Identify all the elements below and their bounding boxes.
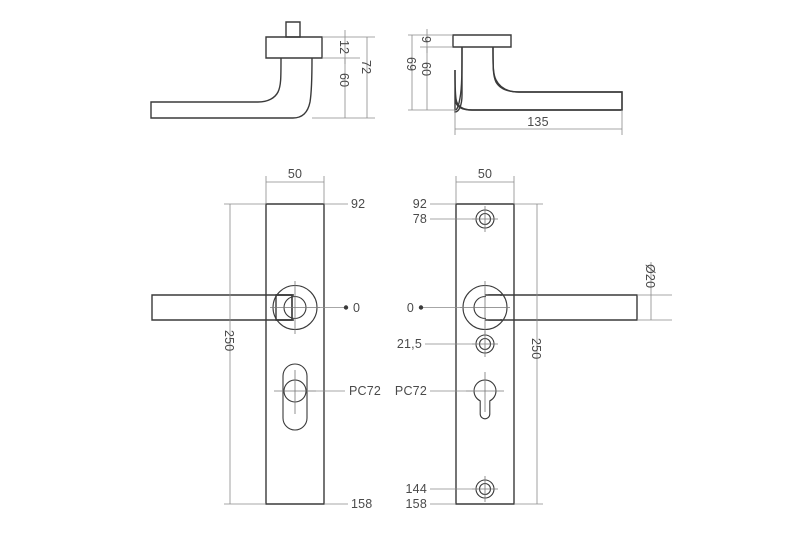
datum-dot-left (343, 305, 349, 310)
screw-hole-bottom (472, 476, 498, 502)
dim-label-tl-60: 60 (337, 73, 351, 87)
view-top-right-lever-elevation: 9 60 69 135 (404, 29, 623, 135)
view-bottom-right-backplate: 50 92 78 0 21,5 PC72 144 158 250 Ø20 (395, 167, 672, 511)
dim-label-tl-72: 72 (359, 60, 373, 74)
view-bottom-left-backplate: 50 92 0 PC72 158 250 (151, 167, 381, 511)
lever-bar-right (488, 294, 638, 321)
dim-label-br-92: 92 (413, 197, 427, 211)
dim-label-bl-158: 158 (351, 497, 372, 511)
datum-dot-right (418, 305, 424, 310)
dim-label-br-dia20: Ø20 (643, 264, 657, 288)
cylinder-cutout-left (282, 363, 308, 431)
dim-label-br-250: 250 (529, 338, 543, 359)
dim-label-br-78: 78 (413, 212, 427, 226)
dim-label-br-144: 144 (406, 482, 427, 496)
dim-label-bl-pc72: PC72 (349, 384, 381, 398)
dim-label-br-0: 0 (407, 301, 414, 315)
lever-body-left (150, 57, 313, 119)
dim-label-br-50: 50 (478, 167, 492, 181)
backplate-edge-right (452, 34, 512, 48)
dim-label-bl-92: 92 (351, 197, 365, 211)
dim-label-bl-50: 50 (288, 167, 302, 181)
dim-label-tr-9: 9 (419, 36, 433, 43)
lever-inner-edge-right (455, 46, 463, 111)
spindle-stub-left (285, 21, 301, 38)
dim-label-tr-135: 135 (527, 115, 548, 129)
rose-block-left (265, 36, 323, 59)
dim-label-bl-0: 0 (353, 301, 360, 315)
dim-label-br-215: 21,5 (397, 337, 422, 351)
view-top-left-lever-elevation: 12 60 72 (150, 21, 375, 119)
lever-body-right (454, 46, 623, 113)
dim-label-bl-250: 250 (222, 330, 236, 351)
euro-cylinder-cutout-right (473, 379, 497, 420)
dim-label-tr-69: 69 (404, 57, 418, 71)
lever-outline-right (454, 46, 623, 111)
dim-label-tl-12: 12 (337, 40, 351, 54)
dim-label-br-158: 158 (406, 497, 427, 511)
dim-label-br-pc72: PC72 (395, 384, 427, 398)
backplate-left (265, 203, 325, 505)
dim-label-tr-60: 60 (419, 62, 433, 76)
